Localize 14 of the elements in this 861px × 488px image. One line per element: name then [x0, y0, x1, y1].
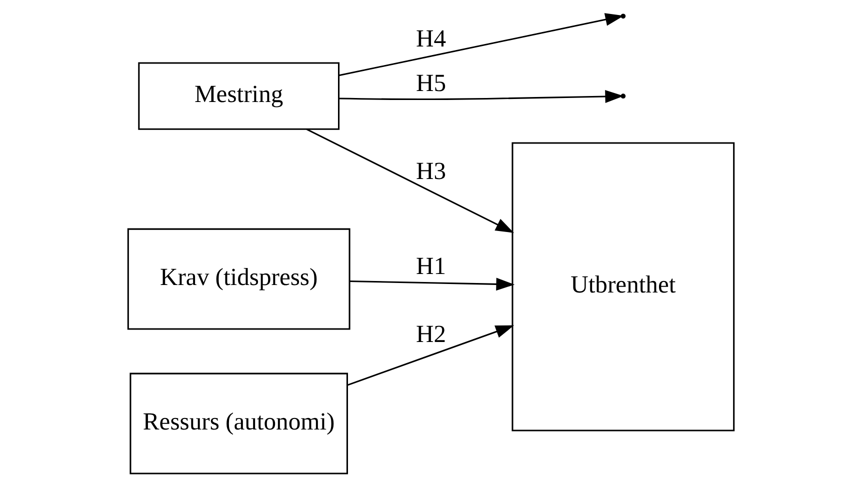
node-box: Krav (tidspress): [126, 228, 350, 330]
node-box: Ressurs (autonomi): [129, 372, 348, 474]
edge-label: H3: [415, 158, 446, 185]
node-box: Mestring: [138, 62, 340, 130]
edge-label: H2: [415, 320, 446, 348]
arrow: [349, 278, 514, 291]
edge-label: H1: [415, 253, 446, 280]
arrow: [338, 13, 624, 76]
edge-label: H4: [415, 26, 446, 53]
edge-label: H5: [415, 70, 446, 98]
arrow: [338, 90, 624, 103]
arrow: [306, 128, 514, 233]
node-box: Utbrenthet: [511, 142, 734, 432]
arrow: [346, 325, 514, 386]
